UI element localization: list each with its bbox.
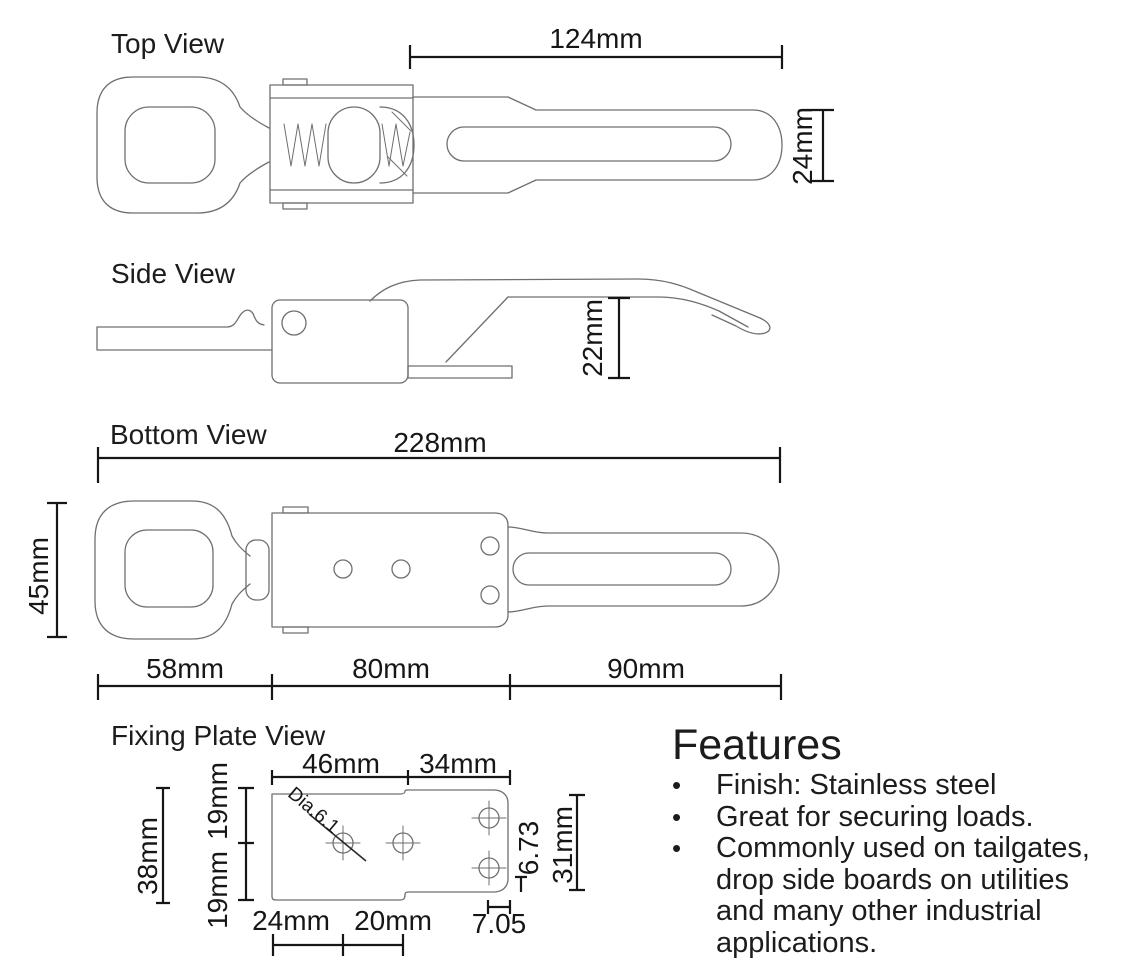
side-draw-bar (96, 309, 273, 351)
side-view-dimension-lines (608, 296, 630, 380)
dim-label-top-height: 24mm (787, 107, 818, 185)
top-housing-tab-bottom (282, 202, 308, 210)
dim-label-plate-left-lower: 19mm (202, 851, 233, 929)
dim-label-plate-right-offset: 6.73 (513, 820, 544, 876)
side-view-drawing (96, 278, 771, 384)
dim-label-bottom-total: 228mm (393, 427, 487, 458)
top-housing-bands (269, 97, 414, 191)
bottom-arm (507, 526, 780, 613)
bottom-eye-outline (94, 500, 251, 640)
top-housing (269, 84, 414, 204)
side-view-label: Side View (111, 258, 236, 289)
plate-hole-crosshairs (325, 800, 507, 886)
fixing-plate-outline (271, 789, 509, 901)
dim-label-plate-bottom-left: 24mm (252, 905, 330, 936)
dim-label-plate-top-left: 46mm (302, 748, 380, 779)
feature-item: • Great for securing loads. (672, 800, 1132, 834)
features-list: • Finish: Stainless steel • Great for se… (672, 769, 1132, 959)
bottom-housing (271, 512, 509, 628)
dim-label-bottom-body: 80mm (352, 653, 430, 684)
side-lever-top (369, 278, 771, 335)
bottom-link (245, 539, 270, 601)
dim-label-plate-bottom-mid: 20mm (354, 905, 432, 936)
feature-item-text: Great for securing loads. (716, 800, 1034, 833)
dim-label-bottom-arm: 90mm (607, 653, 685, 684)
fixing-plate-dimension-lines (156, 770, 585, 956)
top-arm (412, 96, 783, 194)
feature-item: • Commonly used on tailgates, drop side … (672, 832, 1132, 959)
top-plunger (327, 106, 381, 184)
side-lever-diagonal (445, 296, 509, 363)
feature-item: • Finish: Stainless steel (672, 769, 1132, 802)
side-base-plate (407, 365, 513, 379)
top-hatch (387, 111, 412, 177)
dim-label-plate-right-height: 31mm (547, 806, 578, 884)
top-arm-slot (446, 126, 732, 162)
bottom-view-label: Bottom View (110, 419, 267, 450)
bottom-view-dimension-lines (47, 447, 783, 700)
bottom-housing-tab-bottom (282, 626, 309, 634)
top-halfcap (379, 106, 415, 184)
side-lever-bottom (507, 296, 749, 328)
bottom-eye-hole (124, 529, 214, 608)
dim-label-plate-bottom-offset: 7.05 (471, 908, 527, 939)
dim-label-plate-left-overall: 38mm (132, 817, 163, 895)
features-title: Features (672, 721, 842, 769)
bottom-rivet-hole (480, 585, 500, 605)
dim-label-plate-top-right: 34mm (419, 748, 497, 779)
bottom-rivet-hole (480, 536, 500, 556)
top-view-drawing (96, 76, 783, 214)
dim-label-side-height: 22mm (577, 299, 608, 377)
top-eye-hole (124, 106, 216, 184)
dim-label-top-length: 124mm (549, 23, 643, 54)
top-view-label: Top View (111, 28, 225, 59)
bullet-icon: • (672, 801, 682, 832)
top-housing-tab-top (282, 78, 308, 86)
dim-label-bottom-eye: 58mm (146, 653, 224, 684)
bottom-arm-slot (512, 552, 732, 586)
bullet-icon: • (672, 770, 682, 800)
bullet-icon: • (672, 833, 682, 863)
bottom-rivet-hole (333, 559, 353, 579)
feature-item-text: Commonly used on tailgates, drop side bo… (716, 832, 1090, 959)
dim-label-plate-left-upper: 19mm (202, 762, 233, 840)
fixing-plate-drawing (271, 789, 509, 901)
top-view-dimension-lines (408, 45, 834, 183)
fixing-plate-view-label: Fixing Plate View (111, 720, 326, 751)
feature-item-text: Finish: Stainless steel (716, 769, 997, 801)
dim-label-bottom-width: 45mm (23, 537, 54, 615)
side-pivot-hole (281, 310, 307, 336)
bottom-view-drawing (94, 500, 780, 640)
hole-dia-leader-line (308, 813, 367, 862)
bottom-housing-tab-top (282, 506, 309, 514)
top-spring-right (381, 123, 411, 167)
top-eye-outline (96, 76, 270, 214)
bottom-rivet-hole (391, 559, 411, 579)
top-spring-left (283, 123, 327, 167)
features-section: Features • Finish: Stainless steel • Gre… (672, 722, 1132, 959)
side-pivot-plate (271, 299, 409, 384)
